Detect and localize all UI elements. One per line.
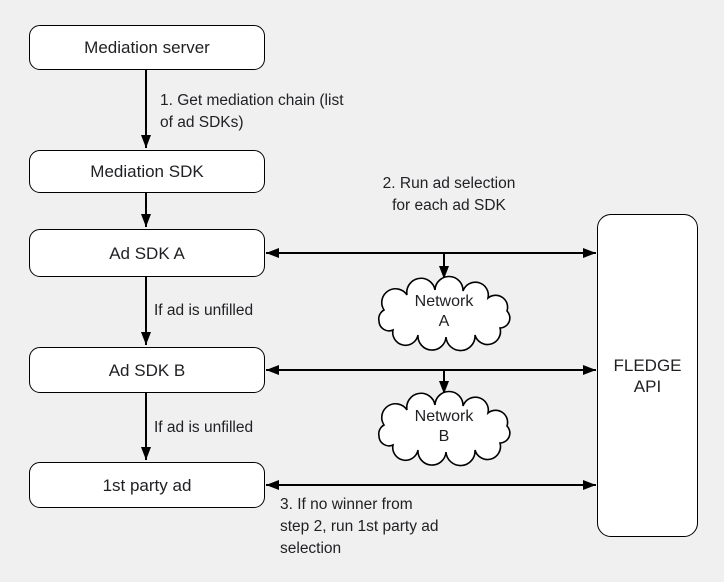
ad-sdk-a-box: Ad SDK A [29,229,265,277]
fledge-api-label-line2: API [633,376,662,396]
unfilled-condition-label-1: If ad is unfilled [154,302,254,319]
mediation-sdk-label: Mediation SDK [90,162,204,181]
unfilled-condition-label-2: If ad is unfilled [154,419,254,436]
step1-annotation: 1. Get mediation chain (list of ad SDKs) [160,90,344,134]
network-b-label-line2: B [438,428,450,445]
step3-line2: step 2, run 1st party ad [280,518,439,535]
step2-line1: 2. Run ad selection [382,175,516,192]
mediation-server-box: Mediation server [29,25,265,70]
ad-sdk-b-label: Ad SDK B [108,360,186,380]
ad-sdk-b-box: Ad SDK B [29,347,265,393]
step2-line2: for each ad SDK [392,197,506,214]
network-a-cloud [377,275,511,352]
step1-line1: 1. Get mediation chain (list [160,92,344,109]
first-party-ad-box: 1st party ad [29,462,265,508]
fledge-api-label-line1: FLEDGE [613,355,682,375]
ad-sdk-a-label: Ad SDK A [109,243,185,263]
network-a-label: Network A [369,282,519,342]
fledge-api-box: FLEDGE API [597,214,698,537]
network-b-label-line1: Network [414,408,474,425]
mediation-server-label: Mediation server [84,38,210,57]
step3-line3: selection [280,540,342,557]
step3-annotation: 3. If no winner from step 2, run 1st par… [280,494,439,560]
first-party-ad-label: 1st party ad [102,475,192,495]
network-b-label: Network B [369,397,519,457]
network-b-cloud [377,390,511,467]
step2-annotation: 2. Run ad selection for each ad SDK [374,173,524,217]
network-a-label-line2: A [438,313,450,330]
mediation-sdk-box: Mediation SDK [29,150,265,193]
step1-line2: of ad SDKs) [160,114,244,131]
network-a-label-line1: Network [414,293,474,310]
step3-line1: 3. If no winner from [280,496,413,513]
